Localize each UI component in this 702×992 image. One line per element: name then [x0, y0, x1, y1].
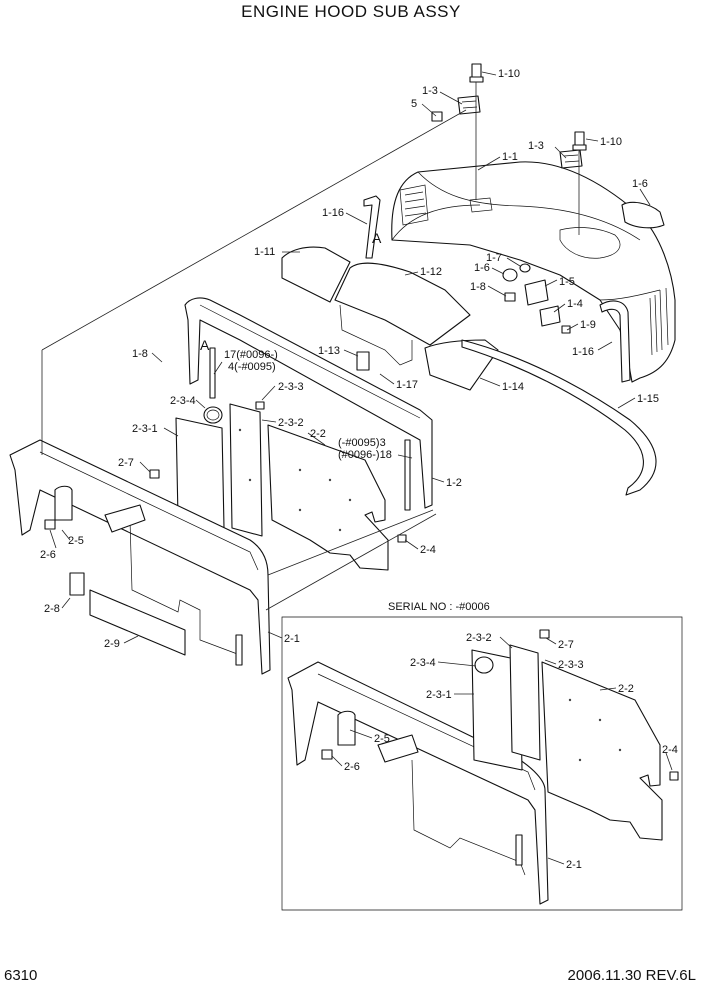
part-label: 2-7: [558, 639, 574, 651]
part-label: 2-9: [104, 638, 120, 650]
part-label: 2-5: [374, 733, 390, 745]
part-label: 1-15: [637, 393, 659, 405]
detail-mark-frame: A: [200, 337, 210, 353]
part-label: 2-3-2: [278, 417, 304, 429]
part-label: 1-16: [572, 346, 594, 358]
part-label: 1-9: [580, 319, 596, 331]
page-number: 6310: [4, 967, 38, 984]
part-label: 2-3-4: [170, 395, 196, 407]
part-label: 1-10: [498, 68, 520, 80]
part-label: 1-12: [420, 266, 442, 278]
part-label: 2-3-3: [278, 381, 304, 393]
engine-hood-drawing: [391, 161, 676, 383]
part-label: 1-2: [446, 477, 462, 489]
part-label: 2-2: [618, 683, 634, 695]
seal-drawings: [363, 195, 631, 383]
part-labels: 1-10 1-3 5 1-3 1-10 1-1 1-6 1-16 1-11 1-…: [40, 68, 678, 871]
part-label: 1-11: [254, 246, 275, 258]
part-label: 2-3-4: [410, 657, 436, 669]
part-label: 2-6: [344, 761, 360, 773]
part-label: 2-1: [284, 633, 300, 645]
part-label: 1-10: [600, 136, 622, 148]
part-label: (#0096-)18: [338, 449, 392, 461]
part-label: 2-6: [40, 549, 56, 561]
part-label: 1-4: [567, 298, 583, 310]
detail-mark-hood: A: [372, 230, 382, 246]
part-label: 17(#0096-): [224, 349, 278, 361]
part-label: 1-6: [632, 178, 648, 190]
part-label: 1-8: [132, 348, 148, 360]
part-label: 1-6: [474, 262, 490, 274]
part-label: 2-4: [662, 744, 678, 756]
hinge-drawings: [431, 63, 587, 235]
part-label: 1-13: [318, 345, 340, 357]
part-label: 1-7: [486, 252, 502, 264]
part-label: 2-3-2: [466, 632, 492, 644]
panel-drawings: [149, 401, 407, 571]
serial-detail-drawing: [281, 616, 683, 911]
part-label: 1-8: [470, 281, 486, 293]
part-label: 2-2: [310, 428, 326, 440]
lower-frame-drawing: [9, 439, 271, 675]
part-label: 2-5: [68, 535, 84, 547]
part-label: 2-1: [566, 859, 582, 871]
rubber-strip-drawing: [461, 339, 657, 496]
mat-drawings: [281, 246, 499, 391]
page-title: ENGINE HOOD SUB ASSY: [241, 2, 461, 21]
part-label: 2-7: [118, 457, 134, 469]
part-label: 2-3-3: [558, 659, 584, 671]
part-label: 2-8: [44, 603, 60, 615]
part-label: 1-16: [322, 207, 344, 219]
date-revision: 2006.11.30 REV.6L: [567, 967, 696, 984]
serial-note: SERIAL NO : -#0006: [388, 601, 490, 613]
part-label: 2-3-1: [426, 689, 452, 701]
part-label: 1-3: [422, 85, 438, 97]
part-label: 1-1: [502, 151, 518, 163]
part-label: 2-3-1: [132, 423, 158, 435]
part-label: 4(-#0095): [228, 361, 276, 373]
part-label: 1-14: [502, 381, 524, 393]
part-label: 1-17: [396, 379, 418, 391]
part-label: 1-3: [528, 140, 544, 152]
part-label: (-#0095)3: [338, 437, 386, 449]
part-label: 5: [411, 98, 417, 110]
leader-lines: [41, 71, 673, 865]
part-label: 2-4: [420, 544, 436, 556]
part-label: 1-5: [559, 276, 575, 288]
